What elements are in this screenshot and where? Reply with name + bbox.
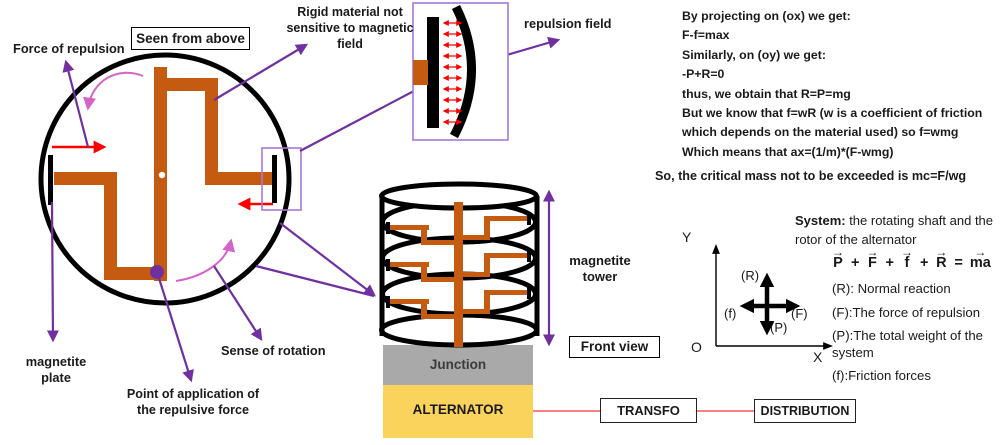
arrow-force-of-repulsion xyxy=(62,59,90,148)
magnetite-plate-left xyxy=(48,155,53,205)
junction-box xyxy=(383,345,533,385)
magnetite-plate-right xyxy=(272,155,277,203)
plus-sign: + xyxy=(885,255,894,271)
alternator-box xyxy=(383,385,533,438)
equals-sign: = xyxy=(954,255,963,271)
force-of-repulsion-label: Force of repulsion xyxy=(13,41,125,56)
force-legend: (R): Normal reaction (F):The force of re… xyxy=(832,281,1000,392)
force-label-f: (f) xyxy=(724,306,737,321)
rotor-arm-left-vertical xyxy=(104,172,117,280)
legend-item-P: (P):The total weight of the system xyxy=(832,328,983,360)
y-axis-label: Y xyxy=(682,229,692,245)
derivation-line: -P+R=0 xyxy=(682,67,725,82)
axes-diagram xyxy=(712,244,833,350)
vector-R: →R xyxy=(935,245,948,271)
application-point-dot xyxy=(150,265,164,279)
rotor-top-view xyxy=(38,52,302,306)
force-label-P: (P) xyxy=(770,320,788,335)
derivation-line: F-f=max xyxy=(682,28,730,43)
distribution-box: DISTRIBUTION xyxy=(754,399,856,423)
repulsion-field-label: repulsion field xyxy=(524,16,612,31)
inset-rigid-bar xyxy=(427,17,439,128)
rotor-arm-right-vertical xyxy=(205,78,218,185)
derivation-line: Which means that ax=(1/m)*(F-wmg) xyxy=(682,144,894,159)
force-cross-icon xyxy=(739,272,801,336)
rigid-material-label: Rigid material not sensitive to magnetic… xyxy=(286,5,414,51)
repulsion-inset xyxy=(412,2,509,141)
derivation-line: thus, we obtain that R=P=mg xyxy=(682,86,851,101)
rotor-arm-left xyxy=(54,172,116,185)
transfo-box: TRANSFO xyxy=(600,398,697,423)
force-label-F: (F) xyxy=(791,306,808,321)
shaft-center-dot xyxy=(158,171,166,179)
vector-arrow-icon: → xyxy=(935,245,948,259)
rotation-curve-top-icon xyxy=(83,71,144,111)
connector-circle-to-tower-2 xyxy=(255,264,375,298)
junction-label: Junction xyxy=(429,357,487,372)
vector-arrow-icon: → xyxy=(832,245,844,259)
tower-arms-level-1 xyxy=(386,213,531,245)
derivation-line: Similarly, on (oy) we get: xyxy=(682,47,826,62)
legend-item-R: (R): Normal reaction xyxy=(832,281,951,296)
tower-arms-level-2 xyxy=(386,250,531,282)
vector-arrow-icon: → xyxy=(974,245,987,259)
seen-from-above-box: Seen from above xyxy=(131,27,250,50)
front-view-box: Front view xyxy=(569,336,660,358)
tower-arms-level-3 xyxy=(386,287,531,319)
magnetite-tower-label: magnetite tower xyxy=(569,253,631,284)
derivation-line: which depends on the material used) so f… xyxy=(682,125,959,140)
alternator-label: ALTERNATOR xyxy=(412,402,504,417)
rotation-curve-bottom-icon xyxy=(175,238,236,282)
plus-sign: + xyxy=(851,255,860,271)
rotor-arm-top xyxy=(160,78,218,91)
x-axis-label: X xyxy=(813,349,823,365)
rotor-arm-right xyxy=(205,172,273,185)
vector-arrow-icon: → xyxy=(900,245,913,259)
vector-P: →P xyxy=(832,245,844,271)
conclusion-text: So, the critical mass not to be exceeded… xyxy=(655,169,967,183)
legend-item-F: (F):The force of repulsion xyxy=(832,304,981,320)
magnetite-plate-label: magnetite plate xyxy=(25,354,87,385)
system-description: System: the rotating shaft and the rotor… xyxy=(795,211,1000,249)
connector-circle-to-tower-1 xyxy=(279,222,376,297)
vector-ma: →ma xyxy=(969,245,991,271)
vector-arrow-icon: → xyxy=(866,245,879,259)
arrow-point-of-application xyxy=(156,274,194,383)
repulsion-field-arrows-icon xyxy=(442,20,463,125)
annotation-arrows xyxy=(46,36,561,383)
derivation-line: But we know that f=wR (w is a coefficien… xyxy=(682,106,983,121)
inset-magnet-block xyxy=(413,60,428,85)
system-title: System: xyxy=(795,213,846,228)
magnetite-tower-front-view xyxy=(379,181,556,348)
point-of-application-label: Point of application of the repulsive fo… xyxy=(126,387,260,417)
vector-f: →f xyxy=(900,245,913,271)
legend-item-f: (f):Friction forces xyxy=(832,368,931,383)
derivation-line: By projecting on (ox) we get: xyxy=(682,9,851,23)
newton-equation: →P + →F + →f + →R = →ma xyxy=(832,245,991,271)
arrow-magnetite-plate xyxy=(46,201,59,343)
arrow-sense-of-rotation xyxy=(213,265,263,342)
vector-F: →F xyxy=(866,245,879,271)
plus-sign: + xyxy=(919,255,929,271)
origin-label: O xyxy=(691,339,702,355)
arrow-rigid-material xyxy=(213,43,309,101)
force-label-R: (R) xyxy=(741,268,760,283)
zoom-region-box xyxy=(261,147,302,211)
sense-of-rotation-label: Sense of rotation xyxy=(221,343,326,358)
derivation-text: By projecting on (ox) we get: F-f=max Si… xyxy=(682,7,982,162)
system-text: the rotating shaft and the rotor of the … xyxy=(795,213,994,247)
